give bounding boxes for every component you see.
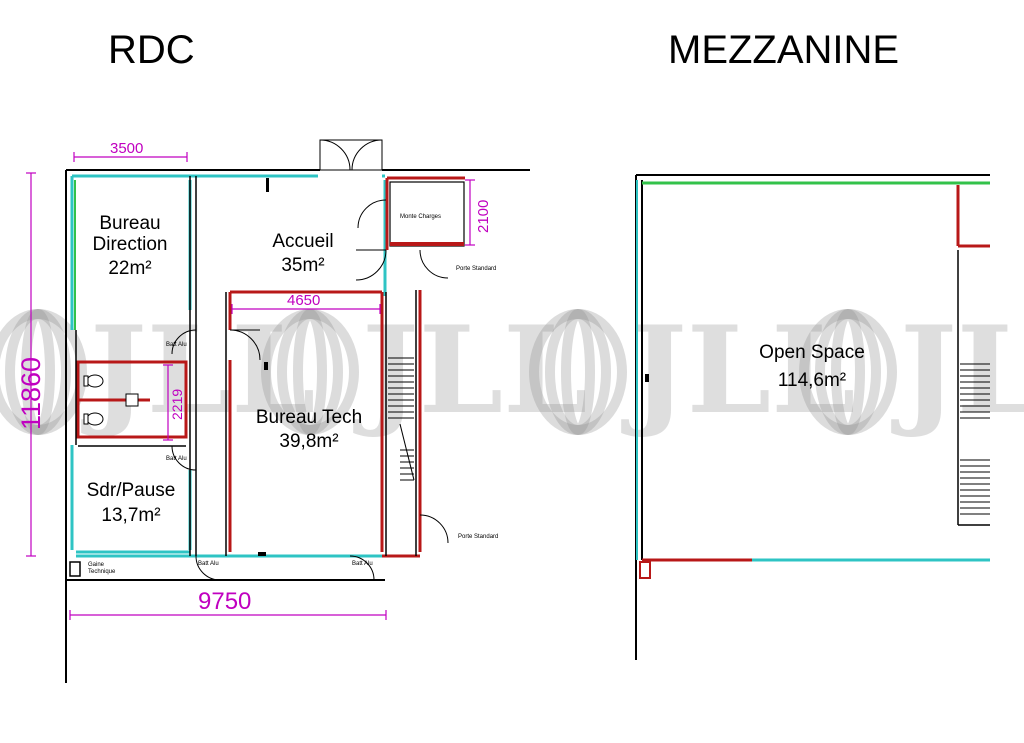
watermark-group: JLL JLL JLL JLL (0, 300, 1024, 441)
dim-width-total: 9750 (198, 588, 251, 615)
rdc-plan: 3500 11860 9750 4650 2100 2219 Bureau Di… (16, 139, 530, 683)
watermark-text-3: JLL (621, 300, 856, 441)
room-bureau-tech-name: Bureau Tech (256, 407, 362, 428)
label-batt-alu-2: Batt Alu (166, 456, 187, 462)
label-batt-alu-4: Batt Alu (352, 561, 373, 567)
room-sdr-pause-name: Sdr/Pause (87, 480, 176, 501)
room-accueil-name: Accueil (272, 231, 333, 252)
rdc-interior-walls (75, 176, 417, 556)
mezz-wall-marker (645, 374, 649, 382)
rdc-stairs (388, 357, 415, 481)
entrance-double-door (319, 139, 383, 171)
rdc-dimension-lines (26, 152, 475, 620)
watermark-logo-4 (799, 309, 897, 435)
rdc-door-swings (171, 199, 449, 581)
label-monte-charges: Monte Charges (400, 214, 441, 220)
label-gaine-line1: Gaine (88, 562, 105, 568)
title-mezzanine: MEZZANINE (668, 28, 899, 72)
monte-charges-sill (390, 242, 464, 246)
room-open-space-area: 114,6m² (778, 370, 846, 391)
dim-tech-width: 4650 (287, 292, 320, 309)
label-porte-standard-bottom: Porte Standard (458, 534, 498, 540)
label-gaine-line2: Technique (88, 569, 116, 575)
title-rdc: RDC (108, 28, 195, 72)
mezzanine-plan: Open Space 114,6m² (635, 174, 990, 660)
room-bureau-direction-line2: Direction (93, 234, 168, 255)
dim-top-width: 3500 (110, 140, 143, 157)
rdc-partitions (76, 176, 465, 558)
mezz-partitions (642, 185, 990, 562)
mezz-stairs (960, 363, 990, 515)
room-bureau-direction-area: 22m² (108, 258, 151, 279)
mezz-interior-walls (957, 250, 990, 526)
gaine-technique-box (69, 561, 81, 577)
rdc-exterior-walls (65, 169, 530, 683)
dim-stair-height: 2100 (475, 200, 492, 233)
wall-markers (258, 178, 269, 556)
room-sdr-pause-area: 13,7m² (101, 505, 160, 526)
watermark-text-1: JLL (81, 300, 316, 441)
watermark-logo-2 (261, 309, 359, 435)
room-bureau-tech-area: 39,8m² (279, 431, 338, 452)
mezz-gaine-box (639, 561, 651, 579)
label-porte-standard-top: Porte Standard (456, 266, 496, 272)
watermark-logo-1 (0, 309, 87, 435)
label-batt-alu-3: Batt Alu (198, 561, 219, 567)
room-bureau-direction-line1: Bureau (99, 213, 160, 234)
watermark-logo-3 (529, 309, 627, 435)
label-batt-alu-1: Batt Alu (166, 342, 187, 348)
dim-wc-height: 2219 (169, 389, 185, 420)
dim-height-total: 11860 (16, 357, 46, 430)
room-open-space-name: Open Space (759, 342, 865, 363)
wc-fixtures (83, 374, 139, 426)
room-accueil-area: 35m² (281, 255, 324, 276)
